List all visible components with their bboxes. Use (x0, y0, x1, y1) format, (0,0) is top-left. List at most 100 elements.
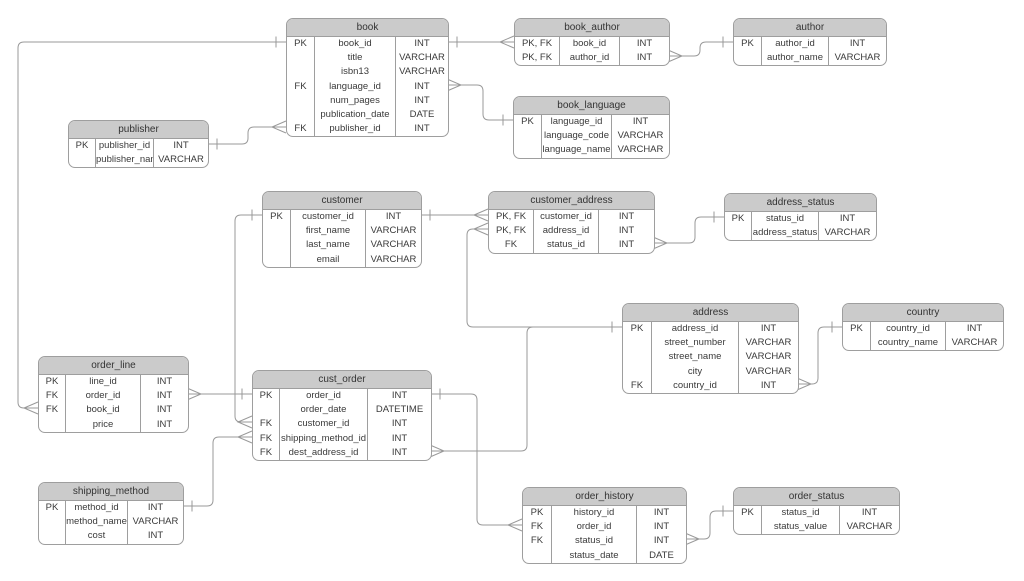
field-name-label: book_id (65, 403, 140, 418)
field-name-label: order_id (279, 389, 367, 404)
field-name-label: publisher_id (314, 122, 395, 137)
field-key-label (263, 253, 290, 267)
cardinality-many-marker (236, 430, 253, 444)
field-type-label: VARCHAR (611, 143, 669, 158)
field-name-label: country_name (870, 336, 945, 351)
field-key-label: FK (45, 404, 59, 416)
relationship-shipping_method-method_id-to-cust_order-shipping_method_id[interactable] (182, 436, 252, 507)
relationship-cust_order-dest_address_id-to-address-address_id[interactable] (430, 326, 622, 452)
field-name-label: language_name (541, 143, 611, 158)
relationship-book-book_id-to-order_line-book_id[interactable] (17, 41, 286, 409)
field-key-label (287, 65, 314, 79)
field-name-label: city (651, 364, 738, 379)
field-name-label: publisher_id (95, 139, 153, 154)
field-type-label: INT (367, 417, 431, 432)
field-type-label: VARCHAR (127, 515, 183, 530)
field-type-label: VARCHAR (828, 51, 886, 66)
field-name-label: language_code (541, 129, 611, 144)
cardinality-many-marker (472, 208, 489, 222)
field-name-label: history_id (551, 506, 636, 521)
field-name-label: customer_id (290, 210, 365, 225)
field-name-label: language_id (314, 79, 395, 94)
relationship-book_author-author_id-to-author-author_id[interactable] (668, 41, 733, 57)
field-type-label: INT (828, 37, 886, 52)
entity-title-customer_address: customer_address (489, 192, 654, 210)
relationship-address-country_id-to-country-country_id[interactable] (797, 326, 842, 385)
field-key-label: PK (270, 211, 283, 222)
entity-title-book_author: book_author (515, 19, 669, 37)
field-type-label: INT (367, 389, 431, 404)
field-type-label: INT (140, 389, 188, 404)
field-name-label: address_status (751, 226, 818, 241)
field-key-label: PK (294, 38, 307, 49)
entity-title-address_status: address_status (725, 194, 876, 212)
field-type-label: INT (619, 51, 669, 66)
cardinality-many-marker (498, 35, 515, 49)
cardinality-many-marker (652, 236, 669, 250)
field-type-label: VARCHAR (738, 336, 798, 351)
field-key-label (287, 94, 314, 108)
field-type-label: INT (636, 506, 686, 521)
field-key-label: FK (259, 418, 273, 430)
field-key-label (623, 336, 651, 350)
field-name-label: status_id (761, 506, 839, 521)
relationship-book-language_id-to-book_language-language_id[interactable] (447, 84, 513, 121)
field-name-label: dest_address_id (279, 445, 367, 460)
relationship-customer_address-status_id-to-address_status-status_id[interactable] (653, 216, 724, 244)
field-name-label: customer_id (279, 417, 367, 432)
field-type-label: INT (365, 210, 421, 225)
field-type-label: INT (598, 210, 654, 225)
field-name-label: author_id (559, 51, 619, 66)
relationship-order_history-status_id-to-order_status-status_id[interactable] (685, 510, 733, 540)
cardinality-many-marker (186, 387, 203, 401)
relationship-publisher-publisher_id-to-book-publisher_id[interactable] (207, 126, 286, 145)
field-type-label: INT (140, 417, 188, 432)
field-type-label: INT (127, 529, 183, 544)
relationship-cust_order-order_id-to-order_history-order_id[interactable] (430, 393, 522, 526)
field-type-label: INT (153, 139, 208, 154)
field-key-label: PK (259, 390, 273, 401)
entity-title-order_history: order_history (523, 488, 686, 506)
field-key-label (734, 520, 761, 534)
field-key-label: PK (741, 507, 754, 518)
field-key-label (725, 226, 751, 240)
cardinality-many-marker (236, 415, 253, 429)
cardinality-many-marker (667, 49, 684, 63)
field-key-label (263, 238, 290, 252)
field-key-label: PK (630, 323, 644, 334)
field-name-label: language_id (541, 115, 611, 130)
entity-publisher[interactable]: publisherPKpublisher_idINTpublisher_name… (68, 120, 209, 169)
relationship-customer_address-address_id-to-address-address_id[interactable] (466, 228, 622, 328)
field-key-label (514, 143, 541, 157)
field-key-label: FK (45, 390, 59, 402)
entity-title-book: book (287, 19, 448, 37)
